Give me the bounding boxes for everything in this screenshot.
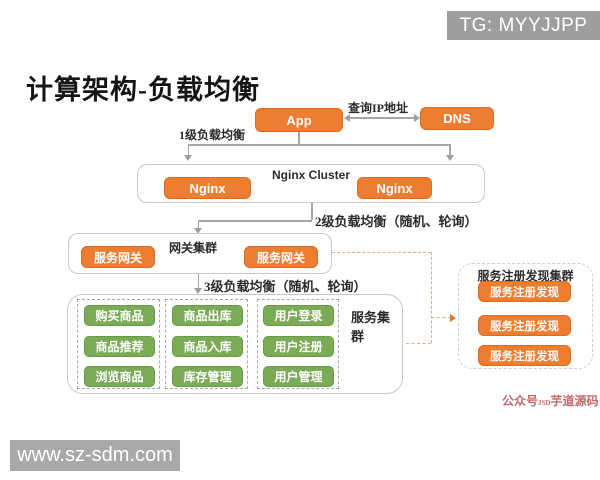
arrowhead-registry-icon xyxy=(450,314,456,322)
website-watermark: www.sz-sdm.com xyxy=(10,440,180,471)
credit-small: JSD xyxy=(538,399,551,407)
service-group-inventory: 商品出库 商品入库 库存管理 xyxy=(165,299,248,389)
arrowhead-to-dns-icon xyxy=(414,114,420,122)
registry-cluster-label: 服务注册发现集群 xyxy=(477,269,574,283)
dashed-connector-service-line xyxy=(406,343,431,344)
node-gateway-2: 服务网关 xyxy=(244,246,318,268)
arrowhead-nginx-left-icon xyxy=(184,155,192,161)
arrowhead-service-icon xyxy=(194,288,202,294)
arrowhead-gateway-icon xyxy=(194,228,202,234)
service-node: 商品推荐 xyxy=(84,336,155,357)
service-node: 商品入库 xyxy=(172,336,243,357)
dashed-connector-vertical-line xyxy=(431,252,432,343)
gateway-cluster-container: 网关集群 服务网关 服务网关 xyxy=(68,233,332,274)
nginx-cluster-container: Nginx Cluster Nginx Nginx xyxy=(137,164,485,203)
service-node: 用户注册 xyxy=(263,336,334,357)
service-group-user: 用户登录 用户注册 用户管理 xyxy=(257,299,339,389)
arrowhead-to-app-icon xyxy=(344,114,350,122)
service-node: 用户管理 xyxy=(263,366,334,387)
service-node: 用户登录 xyxy=(263,305,334,326)
label-lb-level1: 1级负载均衡 xyxy=(179,128,246,142)
registry-cluster-container: 服务注册发现集群 服务注册发现 服务注册发现 服务注册发现 xyxy=(458,263,593,369)
label-query-ip: 查询IP地址 xyxy=(348,101,409,115)
service-group-shop: 购买商品 商品推荐 浏览商品 xyxy=(77,299,160,389)
node-gateway-1: 服务网关 xyxy=(81,246,155,268)
node-nginx-1: Nginx xyxy=(164,177,251,199)
service-node: 商品出库 xyxy=(172,305,243,326)
label-lb-level2: 2级负载均衡（随机、轮询） xyxy=(315,214,478,229)
connector-split-line xyxy=(188,144,450,146)
node-app: App xyxy=(255,108,343,132)
gateway-cluster-label: 网关集群 xyxy=(169,241,218,255)
node-registry-3: 服务注册发现 xyxy=(478,345,571,366)
node-nginx-2: Nginx xyxy=(357,177,432,199)
connector-service-drop-line xyxy=(197,274,199,289)
page-title: 计算架构-负载均衡 xyxy=(26,75,260,105)
node-registry-2: 服务注册发现 xyxy=(478,315,571,336)
connector-nginx-elbow-line xyxy=(198,220,312,222)
label-lb-level3: 3级负载均衡（随机、轮询） xyxy=(204,279,367,294)
nginx-cluster-label: Nginx Cluster xyxy=(271,168,350,182)
service-cluster-container: 服务集群 购买商品 商品推荐 浏览商品 商品出库 商品入库 库存管理 用户登录 … xyxy=(67,294,403,394)
connector-app-dns-line xyxy=(350,117,414,119)
dashed-connector-gateway-line xyxy=(332,252,431,253)
service-node: 浏览商品 xyxy=(84,366,155,387)
connector-left-drop-line xyxy=(187,144,189,155)
dashed-connector-registry-line xyxy=(431,317,451,318)
node-dns: DNS xyxy=(420,107,494,130)
telegram-watermark: TG: MYYJJPP xyxy=(447,11,600,40)
connector-app-down-line xyxy=(298,132,300,144)
wechat-credit: 公众号JSD芋道源码 xyxy=(502,392,598,409)
service-cluster-label: 服务集群 xyxy=(351,310,391,344)
connector-right-drop-line xyxy=(449,144,451,155)
credit-prefix: 公众号 xyxy=(502,394,539,408)
service-node: 库存管理 xyxy=(172,366,243,387)
connector-gateway-drop-line xyxy=(197,220,199,229)
credit-name: 芋道源码 xyxy=(550,394,599,408)
arrowhead-nginx-right-icon xyxy=(446,155,454,161)
node-registry-1: 服务注册发现 xyxy=(478,281,571,302)
connector-nginx-down-line xyxy=(311,203,313,220)
service-node: 购买商品 xyxy=(84,305,155,326)
